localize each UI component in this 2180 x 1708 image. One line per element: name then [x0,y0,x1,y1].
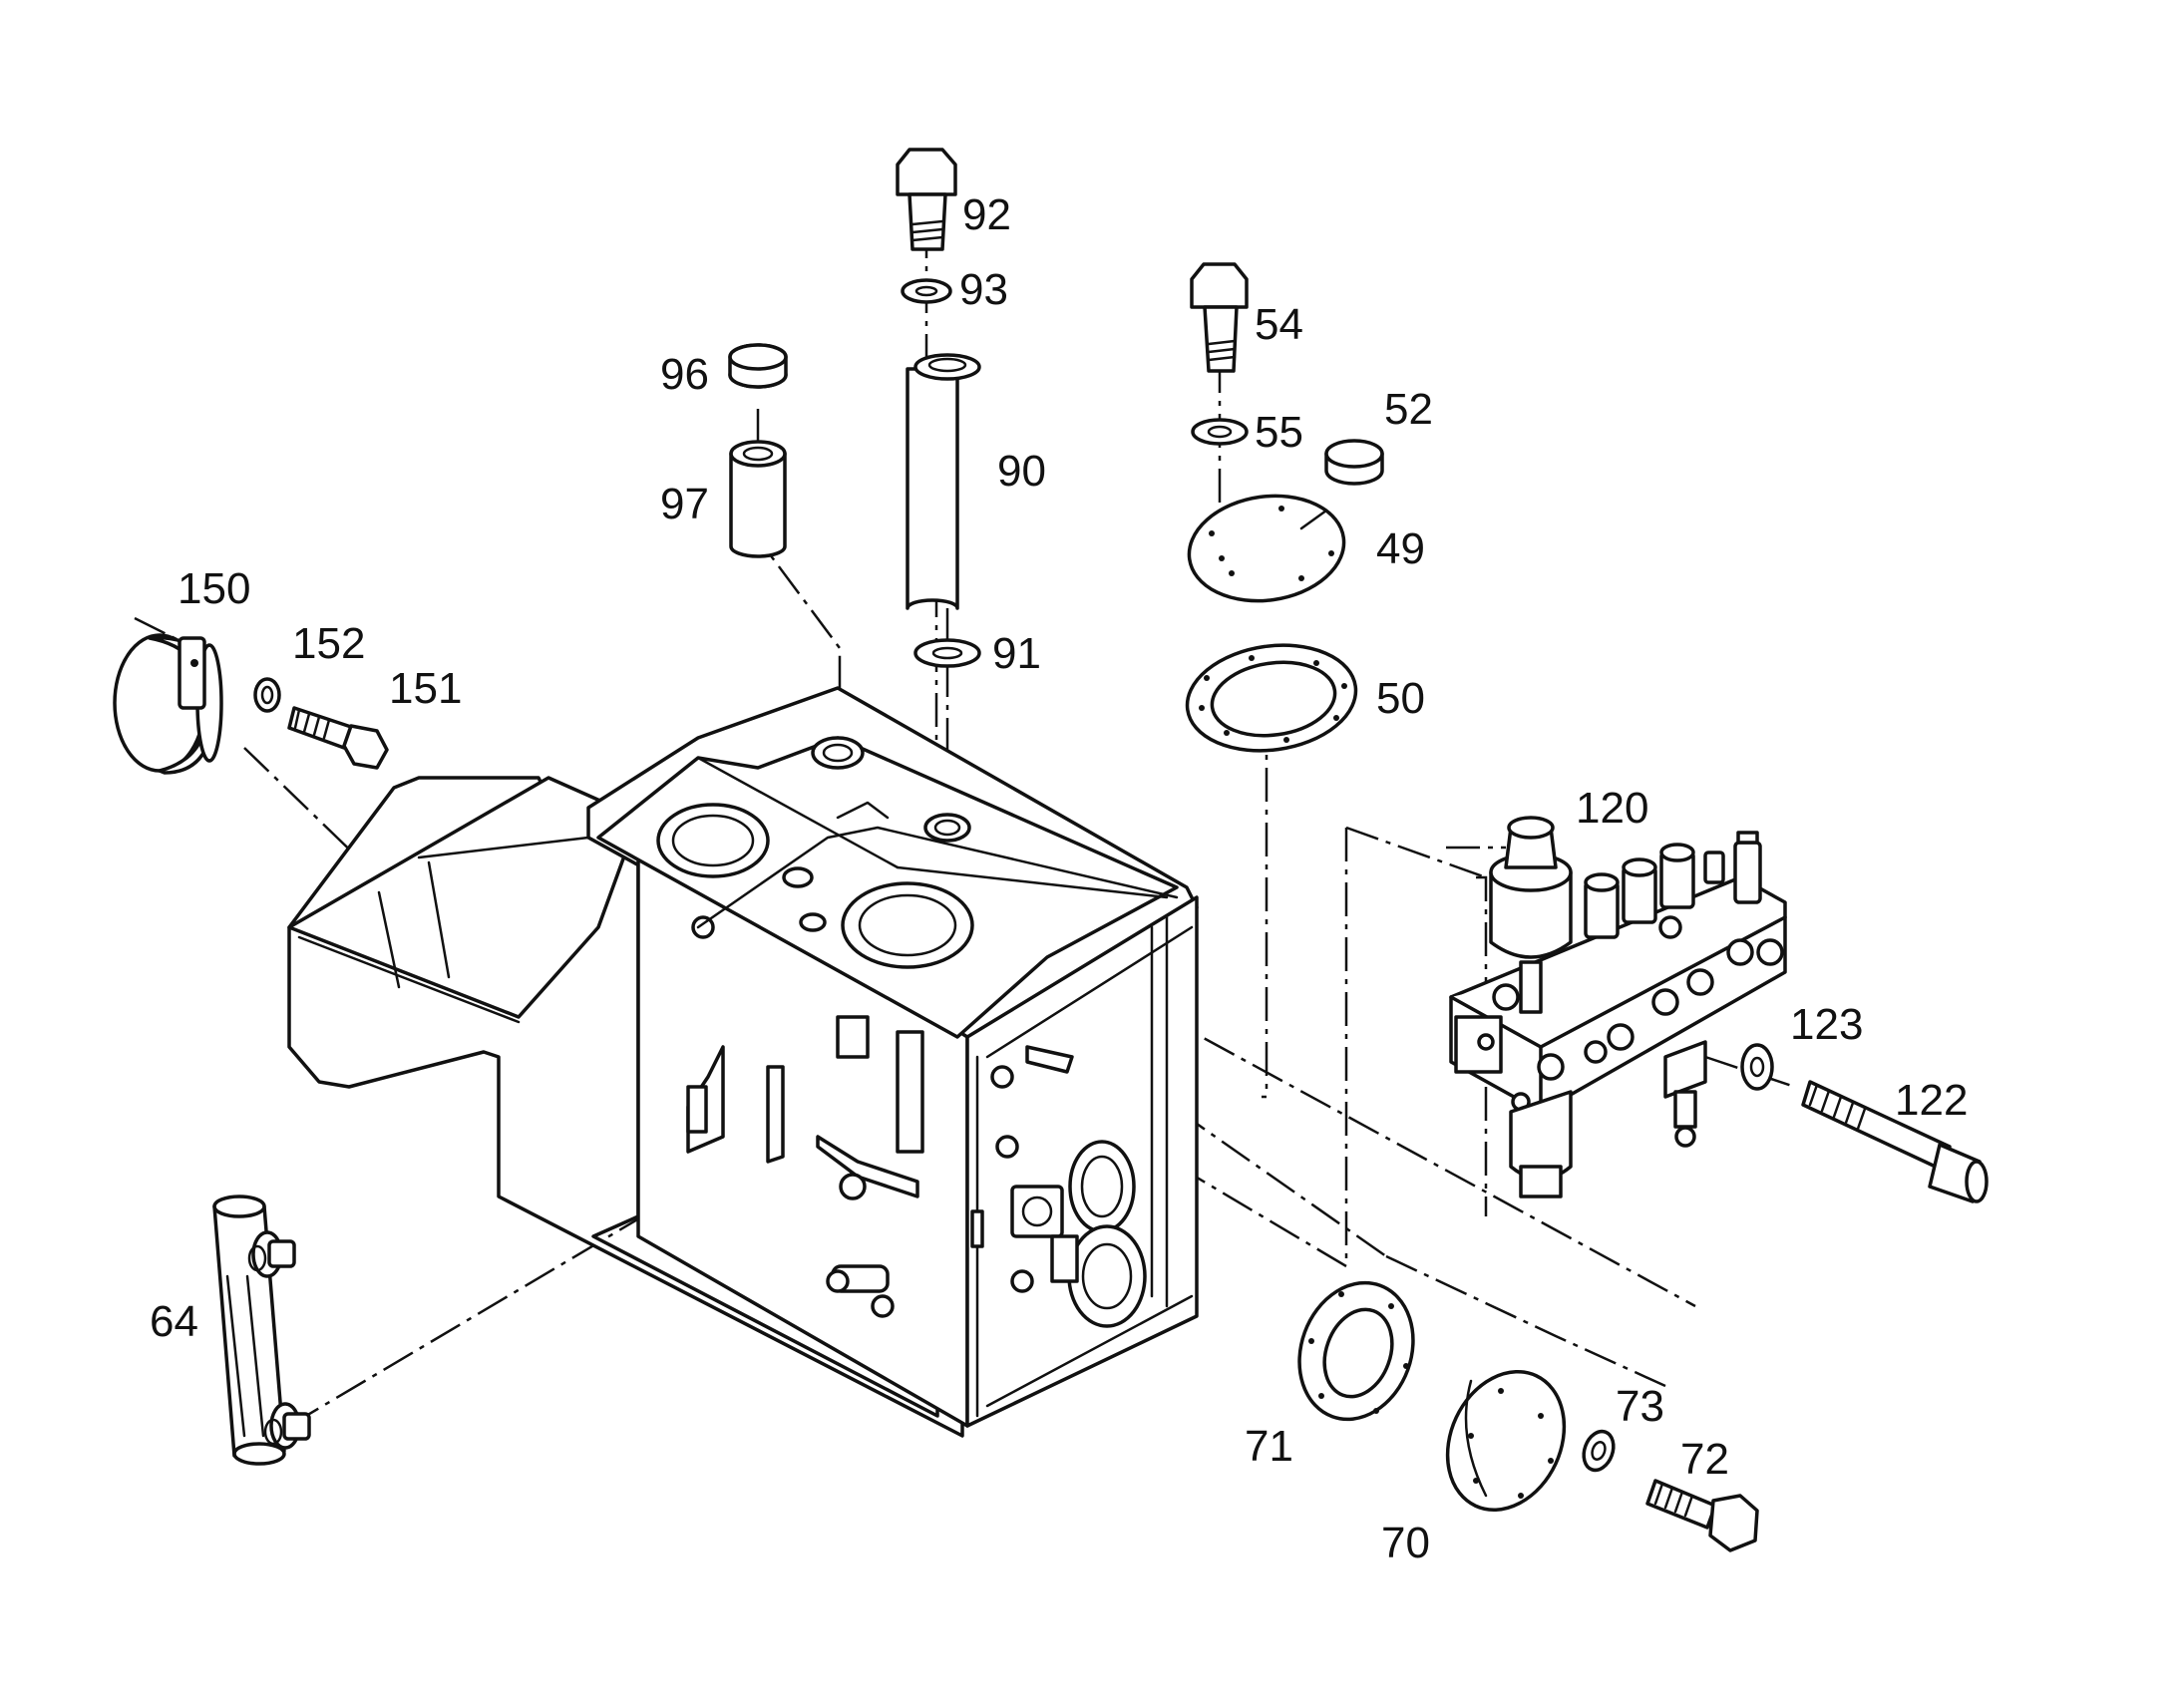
part-120-valve-block [1449,816,1787,1198]
callout-123: 123 [1790,1000,1863,1049]
gearbox-housing [287,686,1199,1438]
callout-151: 151 [389,664,462,713]
part-123-washer [1740,1043,1774,1091]
callout-55: 55 [1255,408,1303,457]
callout-70: 70 [1381,1519,1430,1567]
callout-71: 71 [1245,1422,1293,1471]
part-151-bolt [287,706,389,770]
part-150-pulley [113,633,223,775]
part-90-tube [906,353,981,610]
callout-54: 54 [1255,300,1303,349]
part-55-washer [1191,418,1249,446]
part-93-washer [901,278,952,304]
callout-50: 50 [1376,674,1425,723]
part-96-cap [728,343,788,389]
callout-92: 92 [962,190,1011,239]
part-91-washer [913,638,981,668]
callout-91: 91 [992,629,1041,678]
callout-97: 97 [660,480,709,528]
callout-122: 122 [1895,1076,1968,1125]
part-72-bolt [1645,1479,1759,1552]
callout-49: 49 [1376,524,1425,573]
part-73-washer [1582,1429,1616,1473]
part-70-cover [1445,1369,1567,1513]
callout-93: 93 [959,265,1008,314]
callout-52: 52 [1384,385,1433,434]
callout-150: 150 [178,564,250,613]
callout-90: 90 [997,447,1046,496]
part-54-bolt [1190,262,1249,373]
part-92-bolt [896,148,957,251]
callout-72: 72 [1680,1435,1729,1484]
callout-96: 96 [660,350,709,399]
part-97-sleeve [729,440,787,558]
callout-73: 73 [1616,1382,1664,1431]
part-49-cover-plate [1187,494,1346,603]
part-50-gasket [1185,643,1358,753]
part-71-gasket [1297,1280,1415,1422]
callout-152: 152 [292,619,365,668]
callouts: 150 152 151 96 97 92 93 90 91 54 55 52 4… [150,190,1968,1567]
part-64-sight-gauge [212,1195,311,1466]
callout-64: 64 [150,1297,198,1346]
part-52-cap [1324,439,1384,486]
part-152-washer [253,677,281,713]
part-122-screw [1801,1080,1989,1203]
callout-120: 120 [1576,784,1648,833]
